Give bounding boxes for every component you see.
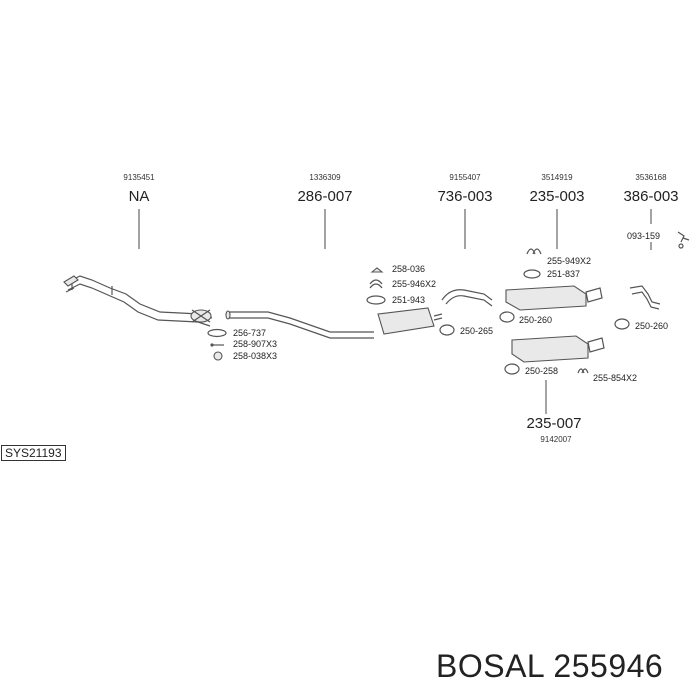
front-pipe-icon [67,275,213,327]
clamp-250-265-icon [439,324,455,336]
clamp-250-260-b-icon [614,318,630,330]
middle-pipe-end-icon [225,310,231,320]
ref-number-235-003: 3514919 [541,173,573,182]
label-251-837: 251-837 [547,269,580,279]
bolt-258-907x3-icon [210,343,224,347]
middle-silencer-icon [377,307,435,335]
clamp-255-946x2-icon [369,279,383,289]
part-number-386-003: 386-003 [623,188,678,205]
label-256-737: 256-737 [233,328,266,338]
middle-pipe-icon [228,311,374,339]
label-258-036: 258-036 [392,264,425,274]
part-number-na: NA [129,188,150,205]
label-250-258: 250-258 [525,366,558,376]
label-093-159: 093-159 [627,231,660,241]
label-255-949x2: 255-949X2 [547,256,591,266]
gasket-251-837-icon [523,269,541,279]
label-250-260-a: 250-260 [519,315,552,325]
part-number-235-003: 235-003 [529,188,584,205]
label-255-854x2: 255-854X2 [593,373,637,383]
clamp-255-854x2-icon [577,368,589,374]
flange-gasket-icon [190,309,212,323]
system-code-label: SYS21193 [1,445,66,461]
label-250-265: 250-265 [460,326,493,336]
rubber-mount-258-036-icon [370,267,384,273]
tail-pipe-386-003-icon [629,285,661,310]
rear-silencer-235-007-tailpipe-icon [587,337,605,353]
part-number-286-007: 286-007 [297,188,352,205]
rear-silencer-235-003-icon [505,285,587,311]
front-flange-icon [63,275,79,293]
gasket-251-943-icon [366,295,386,305]
label-255-946x2: 255-946X2 [392,279,436,289]
clamp-255-949x2-icon [526,248,542,255]
nut-258-038x3-icon [213,351,223,361]
ref-number-na: 9135451 [123,173,155,182]
label-258-907x3: 258-907X3 [233,339,277,349]
part-number-736-003: 736-003 [437,188,492,205]
label-250-260-b: 250-260 [635,321,668,331]
ref-number-736-003: 9155407 [449,173,481,182]
clamp-093-159-icon [677,231,690,249]
label-251-943: 251-943 [392,295,425,305]
ref-number-286-007: 1336309 [309,173,341,182]
clamp-250-260-a-icon [499,311,515,323]
rear-silencer-235-007-icon [511,335,589,363]
part-number-235-007: 235-007 [526,415,581,432]
rear-silencer-235-003-tailpipe-icon [585,287,603,303]
ref-number-235-007: 9142007 [540,435,572,444]
ref-number-386-003: 3536168 [635,173,667,182]
label-258-038x3: 258-038X3 [233,351,277,361]
clamp-250-258-icon [504,363,520,375]
gasket-256-737-icon [207,328,227,338]
tail-pipe-736-003-icon [441,289,493,307]
middle-silencer-outlet-icon [433,313,443,321]
brand-title: BOSAL 255946 [436,648,664,684]
